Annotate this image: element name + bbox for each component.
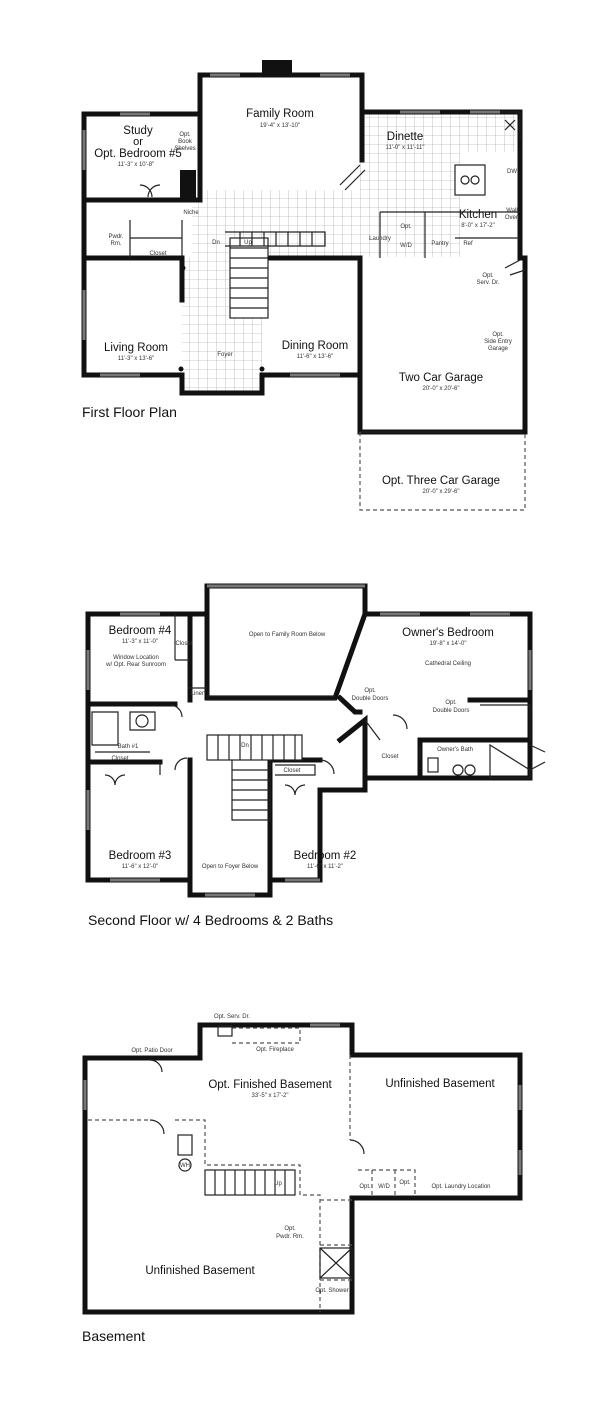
wall-oven-1: Wall [506,208,517,214]
first-floor-plan: Family Room 19'-4" x 13'-10" Study or Op… [81,60,528,511]
wd-basement: W/D [378,1184,390,1190]
basement-exterior-wall [82,1022,523,1315]
kitchen-dims: 8'-0" x 17'-2" [461,223,495,229]
pwdr-label-2: Rm. [111,241,122,247]
unfinished-right-label: Unfinished Basement [385,1078,495,1090]
serv-door-basement: Opt. Serv. Dr. [214,1014,250,1020]
laundry-label: Laundry [369,236,391,242]
three-car-garage-outline [359,432,526,511]
two-car-garage-dims: 20'-0" x 20'-6" [423,386,460,392]
living-room-label: Living Room [104,342,168,354]
stair-dn-label-2: Dn [241,743,249,749]
book-shelves-1: Opt. [179,132,191,138]
family-room-dims: 19'-4" x 13'-10" [260,123,300,129]
finished-basement-outline [88,1055,351,1312]
bedroom4-label: Bedroom #4 [109,625,172,637]
basement-stairs [204,1169,296,1196]
serv-door-1: Opt. [482,273,494,279]
closet-bed4-label: Closet [175,641,192,647]
three-car-garage-label: Opt. Three Car Garage [382,475,500,487]
foyer-label: Foyer [217,352,232,358]
fireplace-label: Opt. Fireplace [256,1047,294,1053]
window-location-1: Window Location [113,655,159,661]
study-label-line3: Opt. Bedroom #5 [94,148,182,160]
pantry-label: Pantry [431,241,448,247]
side-entry-2: Side Entry [484,339,512,345]
linen-label: Linen [191,691,206,697]
bedroom3-label: Bedroom #3 [109,850,172,862]
pwdr-label-1: Pwdr. [108,234,123,240]
dw-label: DW [507,169,517,175]
double-doors-a-2: Double Doors [352,696,389,702]
finished-basement-label: Opt. Finished Basement [208,1079,332,1091]
niche-label: Niche [183,210,199,216]
study-label-line2: or [133,136,143,148]
study-label-line1: Study [123,125,153,137]
dining-room-dims: 11'-6" x 13'-6" [297,354,333,360]
owners-bedroom-dims: 19'-8" x 14'-0" [430,641,467,647]
opt-laundry-2: Opt. [399,1180,411,1186]
closet-bed2-label: Closet [283,768,300,774]
two-car-garage-label: Two Car Garage [399,372,483,384]
basement-caption: Basement [82,1328,146,1344]
wd-label: W/D [400,243,412,249]
closet-bath-label: Closet [111,756,128,762]
double-doors-b-2: Double Doors [433,708,470,714]
cathedral-label: Cathedral Ceiling [425,661,471,667]
shower-label: Opt. Shower [315,1288,348,1294]
open-family-label: Open to Family Room Below [249,632,326,638]
dinette-label: Dinette [387,131,423,143]
pwdr-basement-1: Opt. [284,1226,296,1232]
book-shelves-2: Book [178,139,193,145]
bedroom3-dims: 11'-6" x 12'-0" [122,864,158,870]
bath1-label: Bath #1 [118,744,139,750]
double-doors-b-1: Opt. [445,700,457,706]
living-room-dims: 11'-3" x 13'-6" [118,356,154,362]
basement-plan: Opt. Serv. Dr. Opt. Fireplace Opt. Patio… [82,1014,523,1315]
second-floor-caption: Second Floor w/ 4 Bedrooms & 2 Baths [88,912,334,928]
three-car-garage-dims: 20'-0" x 29'-6" [423,489,460,495]
owners-bath-label: Owner's Bath [437,747,473,753]
bedroom4-dims: 11'-3" x 11'-0" [122,639,158,645]
pwdr-basement-2: Pwdr. Rm. [276,1234,304,1240]
closet-owners-label: Closet [381,754,398,760]
family-room-label: Family Room [246,108,314,120]
second-floor-stairs [206,734,303,761]
patio-door-label: Opt. Patio Door [131,1048,172,1054]
finished-basement-dims: 33'-5" x 17'-2" [252,1093,289,1099]
ref-label: Ref [463,241,473,247]
open-foyer-label: Open to Foyer Below [202,864,259,870]
stair-up-basement: Up [274,1181,282,1187]
bedroom2-dims: 11'-6" x 11'-2" [307,864,343,870]
side-entry-1: Opt. [492,332,504,338]
unfinished-left-label: Unfinished Basement [145,1265,255,1277]
bedroom2-label: Bedroom #2 [294,850,357,862]
wall-oven-2: Oven [505,215,519,221]
laundry-location-label: Opt. Laundry Location [431,1184,490,1190]
dining-room-label: Dining Room [282,340,348,352]
window-location-2: w/ Opt. Rear Sunroom [105,662,166,668]
second-floor-plan: Bedroom #4 11'-3" x 11'-0" Window Locati… [85,583,546,898]
stair-dn-label: Dn [212,240,220,246]
water-heater-icon [178,1158,192,1172]
wh-label: WH [180,1163,190,1169]
chimney [262,60,292,76]
closet-label: Closet [149,251,166,257]
stair-up-label: Up [244,240,252,246]
opt-wd-label-1: Opt. [400,224,412,230]
first-floor-caption: First Floor Plan [82,404,177,420]
opt-laundry-1: Opt. [359,1184,371,1190]
owners-bedroom-label: Owner's Bedroom [402,627,494,639]
serv-door-2: Serv. Dr. [477,280,500,286]
side-entry-3: Garage [488,346,509,352]
double-doors-a-1: Opt. [364,688,376,694]
study-dims: 11'-3" x 10'-8" [118,162,154,168]
kitchen-label: Kitchen [459,209,497,221]
book-shelves-3: Shelves [174,146,195,152]
dinette-dims: 11'-0" x 11'-11" [386,145,425,151]
